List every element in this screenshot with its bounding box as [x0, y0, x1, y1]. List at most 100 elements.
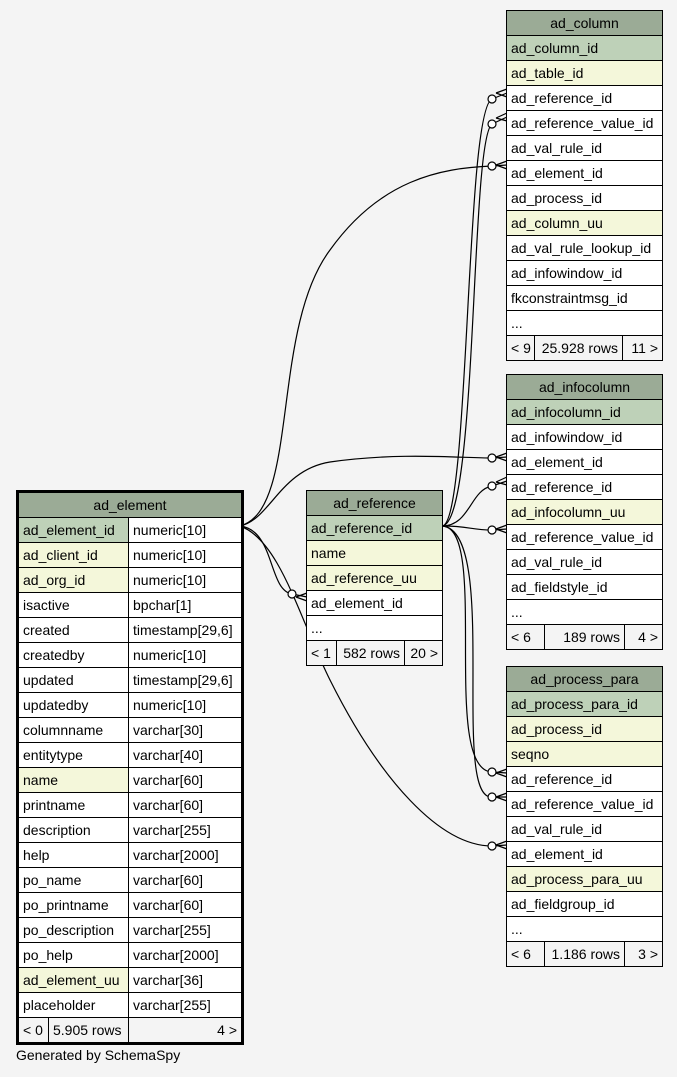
table-row[interactable]: ad_element_id — [307, 591, 442, 616]
column-name: ad_reference_value_id — [511, 529, 654, 545]
column-type: varchar[60] — [129, 793, 241, 817]
many-marker — [495, 768, 508, 778]
table-row[interactable]: ad_table_id — [507, 61, 662, 86]
footer-children[interactable]: 20 > — [410, 645, 438, 661]
table-row[interactable]: ad_process_para_uu — [507, 867, 662, 892]
column-type: numeric[10] — [129, 568, 241, 592]
footer-parents[interactable]: < 9 — [507, 336, 535, 360]
column-type: varchar[60] — [129, 868, 241, 892]
table-row[interactable]: ad_reference_id — [507, 86, 662, 111]
table-header[interactable]: ad_element — [19, 493, 241, 518]
table-row[interactable]: ad_fieldgroup_id — [507, 892, 662, 917]
table-row[interactable]: ad_process_id — [507, 717, 662, 742]
column-name: ad_infocolumn_uu — [511, 504, 626, 520]
table-row[interactable]: ad_fieldstyle_id — [507, 575, 662, 600]
column-name: ad_val_rule_id — [511, 140, 603, 156]
column-name: description — [19, 818, 129, 842]
column-name: ad_process_id — [511, 721, 603, 737]
table-row[interactable]: ad_val_rule_id — [507, 550, 662, 575]
many-marker — [495, 160, 508, 170]
table-header[interactable]: ad_reference — [307, 491, 442, 516]
footer-children[interactable]: 4 > — [217, 1022, 237, 1038]
column-type: bpchar[1] — [129, 593, 241, 617]
footer-children[interactable]: 4 > — [638, 629, 658, 645]
table-row[interactable]: ... — [307, 616, 442, 641]
footer-parents[interactable]: < 6 — [507, 942, 545, 966]
column-name: ad_column_id — [511, 40, 599, 56]
table-row[interactable]: ad_reference_id — [307, 516, 442, 541]
table-header[interactable]: ad_column — [507, 11, 662, 36]
table-row[interactable]: ad_infocolumn_uu — [507, 500, 662, 525]
table-row[interactable]: ad_val_rule_id — [507, 817, 662, 842]
column-name: name — [311, 545, 347, 561]
footer-parents[interactable]: < 0 — [19, 1018, 49, 1042]
column-name: ad_reference_id — [511, 90, 613, 106]
column-name: ad_val_rule_lookup_id — [511, 240, 652, 256]
table-row[interactable]: seqno — [507, 742, 662, 767]
edge-element-to-para-element — [239, 525, 508, 847]
table-row[interactable]: ... — [507, 917, 662, 942]
table-row[interactable]: ... — [507, 600, 662, 625]
table-row[interactable]: ad_process_para_id — [507, 692, 662, 717]
table-row[interactable]: ad_element_id — [507, 842, 662, 867]
column-type: varchar[255] — [129, 918, 241, 942]
table-row[interactable]: ad_reference_id — [507, 475, 662, 500]
table-row[interactable]: ad_element_id — [507, 450, 662, 475]
table-row[interactable]: ad_val_rule_id — [507, 136, 662, 161]
table-row[interactable]: ad_reference_value_id — [507, 792, 662, 817]
table-ad-column[interactable]: ad_column ad_column_id ad_table_id ad_refer… — [506, 10, 663, 361]
table-row[interactable]: ad_reference_value_id — [507, 111, 662, 136]
table-row[interactable]: ad_reference_value_id — [507, 525, 662, 550]
table-row[interactable]: ad_process_id — [507, 186, 662, 211]
table-row[interactable]: ad_column_id — [507, 36, 662, 61]
table-row[interactable]: ad_val_rule_lookup_id — [507, 236, 662, 261]
table-header[interactable]: ad_process_para — [507, 667, 662, 692]
table-row[interactable]: ... — [507, 311, 662, 336]
table-row[interactable]: ad_element_id — [507, 161, 662, 186]
column-type: varchar[60] — [129, 768, 241, 792]
footer-parents[interactable]: < 1 — [307, 641, 337, 665]
footer-parents[interactable]: < 6 — [507, 625, 545, 649]
column-type: numeric[10] — [129, 543, 241, 567]
column-name: ad_process_para_uu — [511, 871, 643, 887]
table-row[interactable]: fkconstraintmsg_id — [507, 286, 662, 311]
table-row[interactable]: ad_reference_uu — [307, 566, 442, 591]
table-header[interactable]: ad_infocolumn — [507, 375, 662, 400]
table-row[interactable]: name — [307, 541, 442, 566]
table-row[interactable]: ad_column_uu — [507, 211, 662, 236]
table-row[interactable]: ad_reference_id — [507, 767, 662, 792]
table-row[interactable]: ad_infowindow_id — [507, 261, 662, 286]
footer-children[interactable]: 11 > — [631, 340, 658, 356]
footer-children[interactable]: 3 > — [638, 946, 658, 962]
footer-rows: 25.928 rows — [535, 336, 623, 360]
edge-reference-to-para-reference-value — [441, 525, 507, 798]
table-row[interactable]: ad_infocolumn_id — [507, 400, 662, 425]
table-row[interactable]: ad_infowindow_id — [507, 425, 662, 450]
footer-rows: 5.905 rows — [49, 1018, 129, 1042]
